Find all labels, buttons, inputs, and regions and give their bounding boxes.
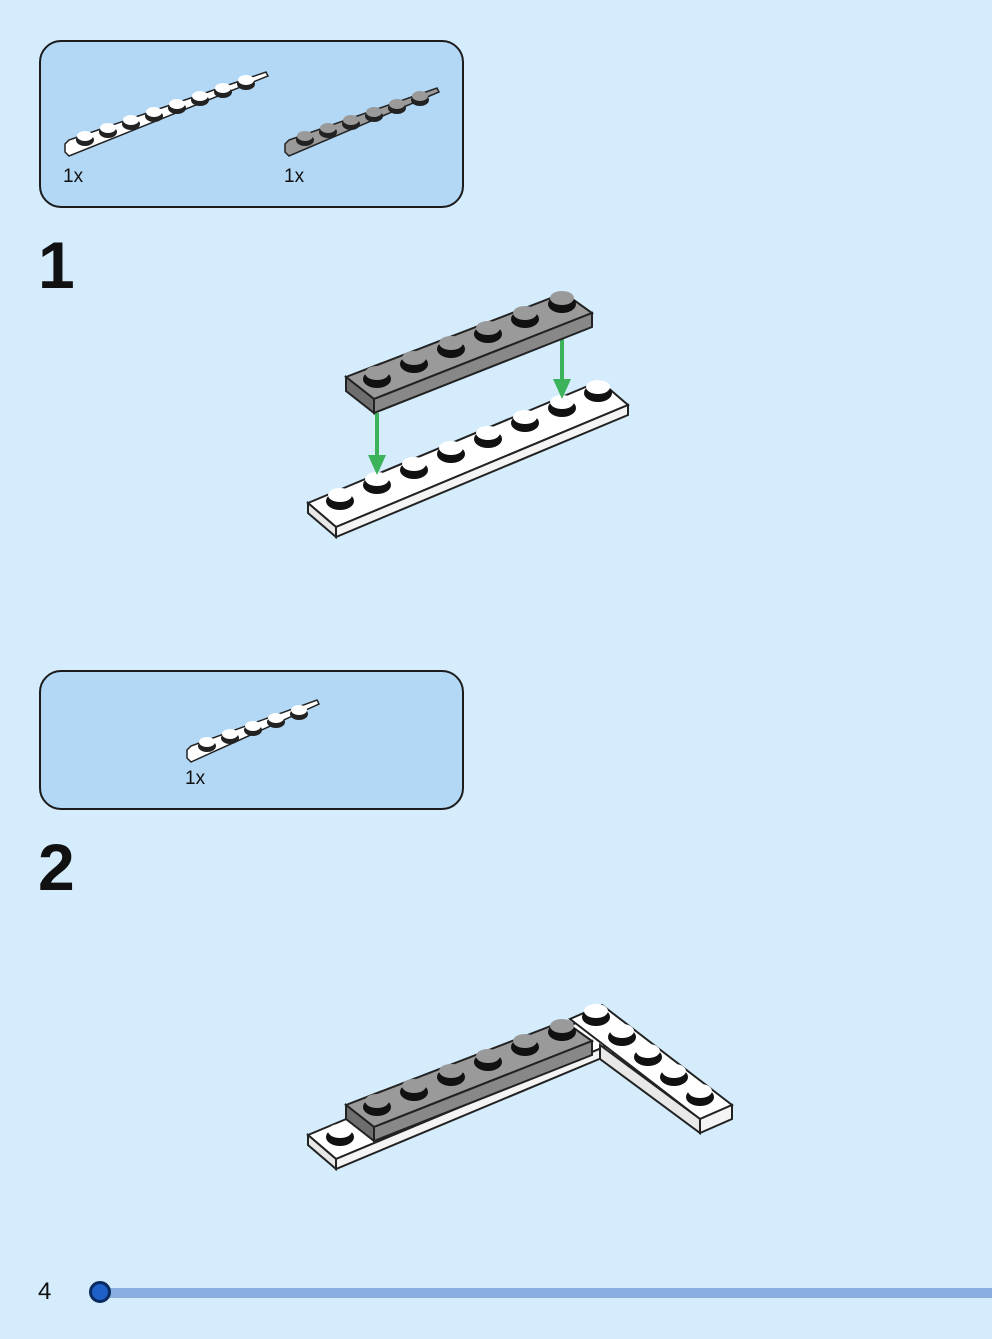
parts-list-step-2: 1x — [39, 670, 464, 810]
part-quantity: 1x — [185, 768, 206, 789]
gray-plate-1x6-icon — [284, 87, 441, 157]
step-number: 2 — [38, 830, 75, 904]
step-1-illustration — [306, 291, 630, 540]
part-quantity: 1x — [63, 166, 84, 187]
parts-list-step-1: 1x 1x — [39, 40, 464, 208]
progress-bar — [100, 1288, 992, 1298]
white-plate-1x8-icon — [64, 71, 270, 157]
progress-indicator — [89, 1281, 111, 1303]
part-quantity: 1x — [284, 166, 305, 187]
page-number: 4 — [38, 1278, 52, 1305]
step-number: 1 — [38, 228, 75, 302]
step-2-illustration — [306, 1003, 734, 1172]
white-plate-1x5-icon — [186, 699, 321, 763]
